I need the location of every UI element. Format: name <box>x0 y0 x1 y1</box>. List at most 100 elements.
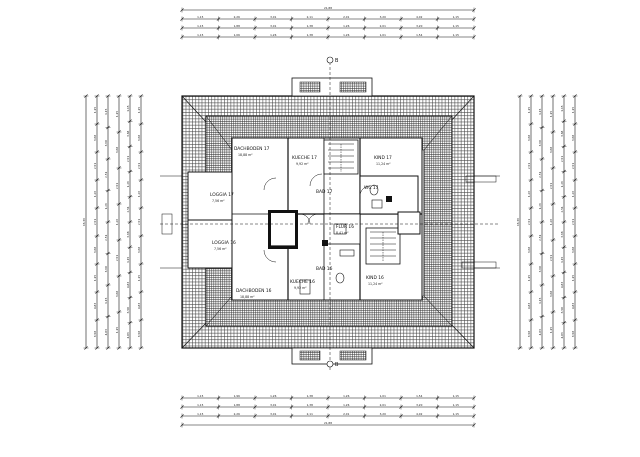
dimension-label: 1,26 <box>560 181 564 187</box>
dimension-label: 2,51 <box>126 206 130 212</box>
dimension-label: 6,58 <box>527 331 531 337</box>
side-detail-marks <box>160 175 500 269</box>
dimension-label: 2,51 <box>115 255 119 261</box>
dimension-label: 4,83 <box>93 303 97 309</box>
dimension-label: 2,51 <box>104 171 108 177</box>
section-tag-top: B <box>335 58 339 64</box>
dimension-label: 2,01 <box>343 15 349 19</box>
dimension-label: 3,68 <box>549 147 553 153</box>
room-area: 7,56 m² <box>212 199 225 203</box>
dimension-label: 1,54 <box>416 33 422 37</box>
dimension-label: 1,26 <box>270 394 276 398</box>
dimension-label: 1,15 <box>137 107 141 113</box>
dimension-label: 4,83 <box>104 329 108 335</box>
dimension-label: 1,15 <box>538 297 542 303</box>
room-area: 9,92 m² <box>294 286 307 290</box>
room-area: 7,56 m² <box>214 247 227 251</box>
dimension-label: 2,01 <box>380 403 386 407</box>
dimension-label: 4,83 <box>560 332 564 338</box>
room-label: KIND 16 <box>366 275 384 281</box>
dimension-label: 3,68 <box>126 130 130 136</box>
dimension-label: 4,83 <box>571 303 575 309</box>
section-tags: B B <box>326 56 339 368</box>
dimension-label: 4,83 <box>527 303 531 309</box>
dimension-label: 1,15 <box>571 275 575 281</box>
dimension-label: 1,26 <box>538 203 542 209</box>
room-label: DACHBODEN 17 <box>234 146 270 152</box>
dimension-label: 1,15 <box>93 275 97 281</box>
dimension-label: 1,15 <box>137 275 141 281</box>
room-label: LOGGIA 16 <box>212 240 236 246</box>
dimension-label: 1,26 <box>126 181 130 187</box>
dimension-label: 1,15 <box>115 327 119 333</box>
dimension-label: 4,02 <box>416 15 422 19</box>
dimension-label: 3,20 <box>380 412 386 416</box>
dimension-label: 1,15 <box>453 403 459 407</box>
dimension-label: 3,01 <box>270 403 276 407</box>
room-area: 9,92 m² <box>296 162 309 166</box>
dimension-label: 2,51 <box>538 171 542 177</box>
door-swings <box>263 173 371 263</box>
dimension-label: 2,51 <box>115 183 119 189</box>
dimension-label: 6,58 <box>137 331 141 337</box>
dimension-label: 4,83 <box>137 303 141 309</box>
dimension-label: 3,68 <box>549 291 553 297</box>
dimension-label: 3,68 <box>538 140 542 146</box>
dimension-label: 3,68 <box>137 247 141 253</box>
dimension-label: 3,01 <box>270 24 276 28</box>
dimension-label: 1,15 <box>104 297 108 303</box>
dimension-label: 1,26 <box>93 191 97 197</box>
dimension-label: 1,15 <box>93 107 97 113</box>
section-tag-bottom: B <box>335 362 339 368</box>
dimension-label: 2,01 <box>380 24 386 28</box>
dimension-label: 21,88 <box>324 6 332 10</box>
dimension-label: 16,36 <box>82 218 86 226</box>
dimension-label: 1,01 <box>380 394 386 398</box>
dimension-label: 1,26 <box>571 191 575 197</box>
dimension-label: 1,15 <box>197 412 203 416</box>
dimension-label: 3,20 <box>380 15 386 19</box>
dimension-label: 3,68 <box>104 140 108 146</box>
dimension-label: 2,01 <box>343 412 349 416</box>
dimension-label: 2,51 <box>549 255 553 261</box>
dimension-label: 3,68 <box>93 135 97 141</box>
dimension-label: 3,68 <box>115 147 119 153</box>
dimension-label: 3,68 <box>560 231 564 237</box>
dimension-label: 3,68 <box>527 135 531 141</box>
dimension-label: 1,38 <box>307 403 313 407</box>
dimension-label: 1,15 <box>126 105 130 111</box>
room-label: BAD 16 <box>316 266 333 272</box>
dimension-label: 4,83 <box>538 329 542 335</box>
dimension-label: 3,68 <box>93 247 97 253</box>
dimension-label: 6,58 <box>571 331 575 337</box>
dimension-label: 2,51 <box>571 163 575 169</box>
dimension-label: 2,51 <box>137 219 141 225</box>
dimension-label: 1,15 <box>197 33 203 37</box>
dimension-label: 1,38 <box>307 394 313 398</box>
dimension-label: 4,83 <box>560 282 564 288</box>
dimension-label: 1,15 <box>115 111 119 117</box>
dimension-label: 1,15 <box>453 33 459 37</box>
dimension-label: 1,26 <box>343 394 349 398</box>
dimension-label: 1,26 <box>343 33 349 37</box>
dimension-label: 1,15 <box>104 108 108 114</box>
room-label: KUECHE 16 <box>290 279 315 285</box>
dimension-label: 1,15 <box>549 327 553 333</box>
room-area: 11,24 m² <box>368 282 383 286</box>
dimension-label: 2,51 <box>527 163 531 169</box>
dormers <box>291 77 373 365</box>
dimension-label: 3,01 <box>270 412 276 416</box>
dimension-label: 2,51 <box>126 156 130 162</box>
dimension-label: 1,15 <box>453 15 459 19</box>
dimension-label: 1,26 <box>104 203 108 209</box>
dimension-label: 6,58 <box>560 307 564 313</box>
room-label: BAD 17 <box>316 189 333 195</box>
dimension-label: 1,15 <box>126 256 130 262</box>
dimension-label: 1,96 <box>234 394 240 398</box>
dimension-label: 2,51 <box>104 234 108 240</box>
room-area: 18,88 m² <box>238 153 253 157</box>
dimension-label: 2,11 <box>307 412 313 416</box>
room-labels: DACHBODEN 17 18,88 m² LOGGIA 17 7,56 m² … <box>210 146 392 299</box>
